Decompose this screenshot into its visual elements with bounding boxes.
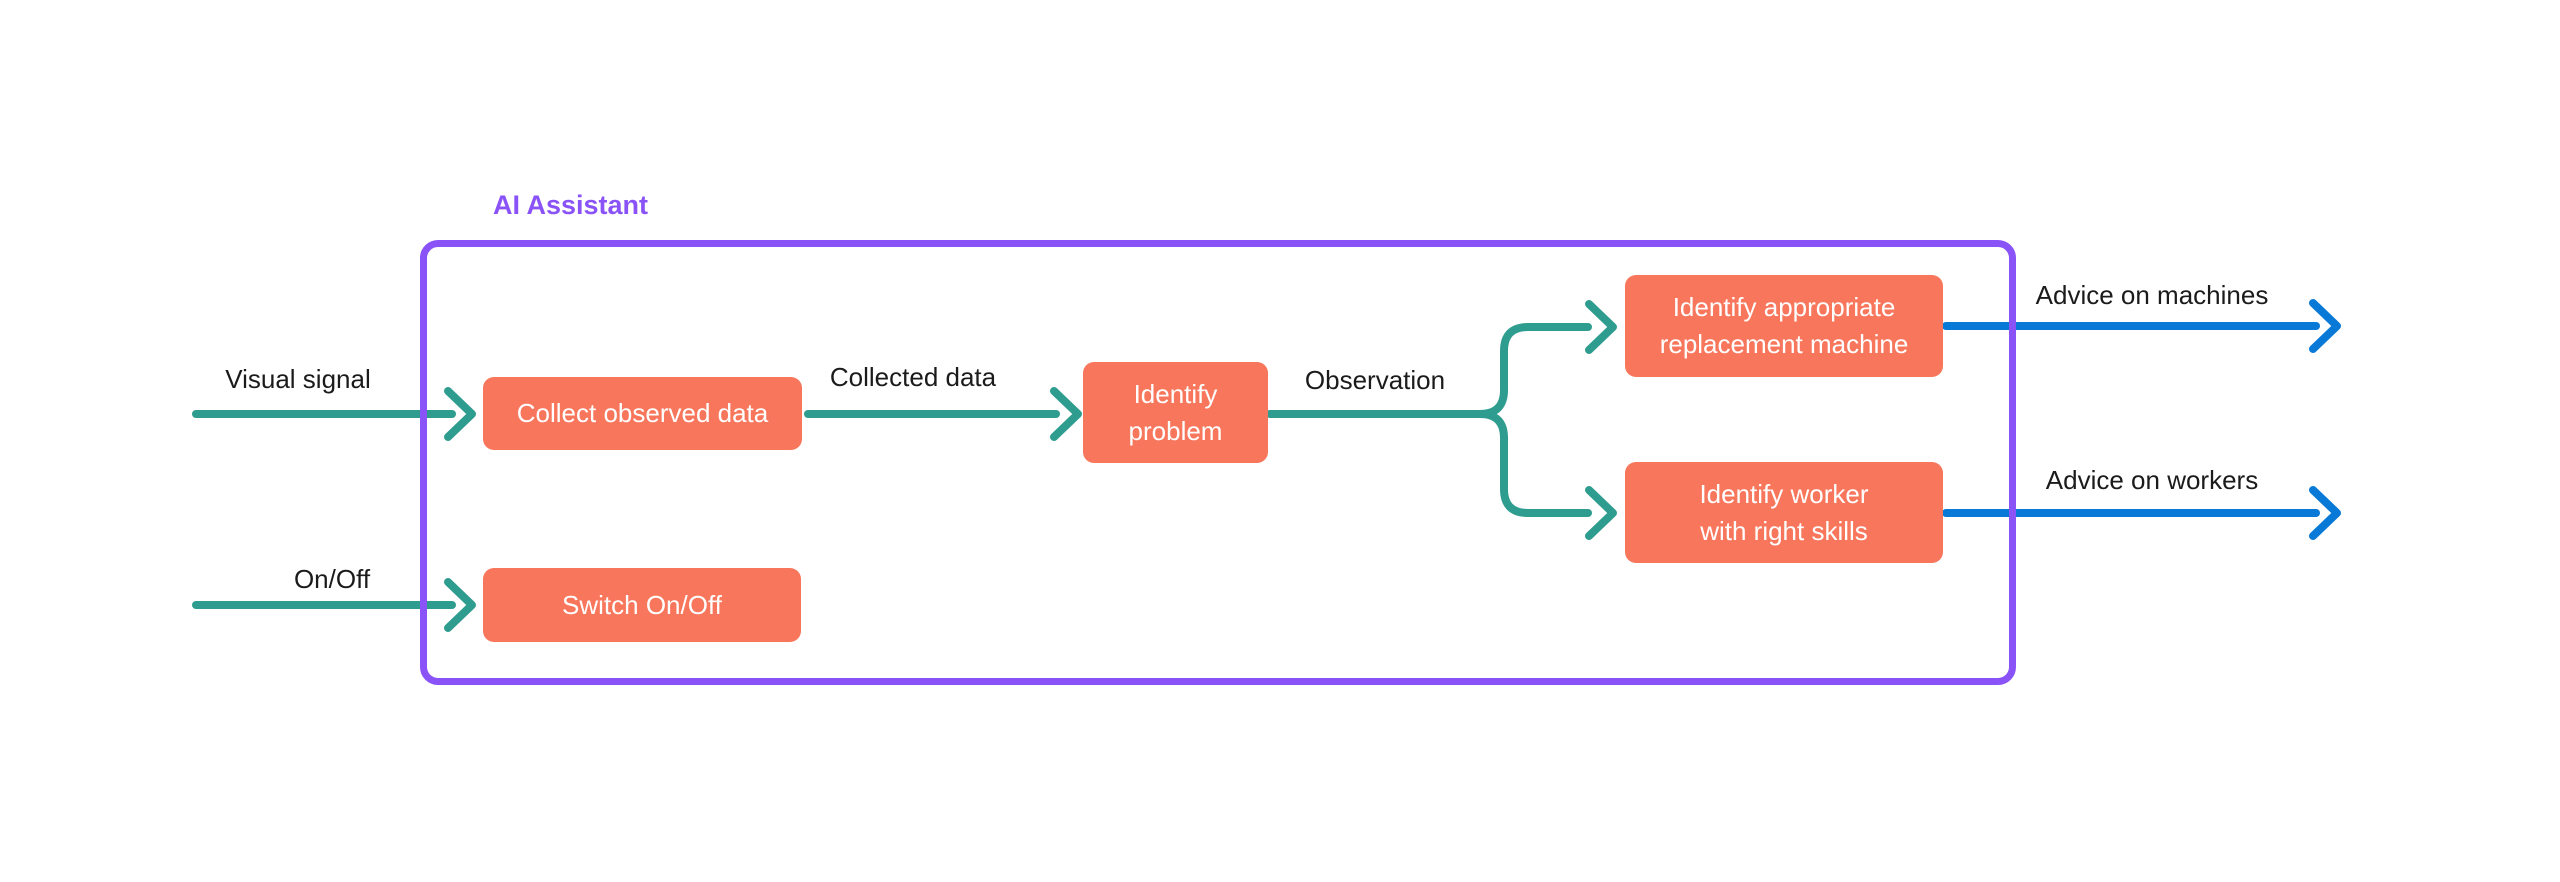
node-collect-observed-data-label: Collect observed data: [516, 398, 769, 428]
node-identify-worker-skills-line2: with right skills: [1700, 515, 1868, 546]
group-container-ai-assistant: [420, 240, 2016, 685]
node-identify-problem-line2: problem: [1128, 415, 1223, 446]
node-identify-problem-line1: Identify: [1133, 378, 1218, 409]
edge-collected-data-arrowhead-icon: [1050, 387, 1082, 441]
edge-label-collected-data: Collected data: [829, 362, 997, 392]
node-switch-on-off: Switch On/Off: [483, 568, 801, 642]
edge-visual-signal-arrowhead-icon: [444, 387, 476, 441]
edge-label-advice-workers: Advice on workers: [2045, 465, 2259, 495]
edge-label-advice-machines: Advice on machines: [2035, 280, 2269, 310]
node-identify-problem: Identify problem: [1083, 362, 1268, 463]
edge-advice-machines-arrowhead-icon: [2309, 299, 2341, 353]
edge-advice-workers-arrowhead-icon: [2309, 486, 2341, 540]
node-identify-replacement-machine-line1: Identify appropriate: [1672, 292, 1896, 322]
node-switch-on-off-label: Switch On/Off: [562, 589, 722, 620]
edge-label-on-off: On/Off: [293, 564, 371, 594]
node-identify-replacement-machine: Identify appropriate replacement machine: [1625, 275, 1943, 377]
edge-label-visual-signal: Visual signal: [225, 364, 371, 394]
edge-on-off-arrowhead-icon: [444, 578, 476, 632]
edge-branch-down-arrowhead-icon: [1585, 486, 1617, 540]
edge-label-observation: Observation: [1304, 365, 1446, 395]
group-label-ai-assistant: AI Assistant: [493, 190, 649, 220]
node-identify-replacement-machine-line2: replacement machine: [1659, 329, 1909, 359]
node-identify-worker-skills: Identify worker with right skills: [1625, 462, 1943, 563]
edge-branch-up-arrowhead-icon: [1585, 300, 1617, 354]
edge-observation-branch-down: [1476, 410, 1592, 517]
edge-observation-branch-up: [1476, 323, 1592, 418]
node-identify-worker-skills-line1: Identify worker: [1699, 478, 1869, 509]
node-collect-observed-data: Collect observed data: [483, 377, 802, 450]
